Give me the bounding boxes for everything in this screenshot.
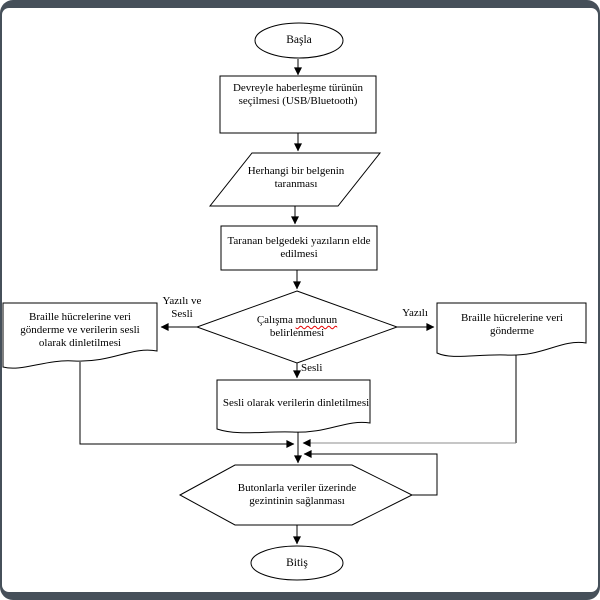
document-audio-only-shape <box>216 379 371 434</box>
process-select-communication-shape <box>219 75 377 134</box>
end-terminator-shape <box>250 545 344 581</box>
document-braille-and-audio-shape <box>2 302 158 369</box>
edge-leftdoc-merge <box>79 362 295 448</box>
document-braille-only-shape <box>436 302 587 357</box>
start-terminator-shape <box>254 22 344 59</box>
io-scan-parallelogram-shape <box>208 152 382 207</box>
process-extract-text-shape <box>220 225 378 271</box>
decision-diamond-shape <box>195 290 399 364</box>
hexagon-navigate-shape <box>178 464 414 526</box>
edge-hexagon-loop <box>303 450 438 496</box>
